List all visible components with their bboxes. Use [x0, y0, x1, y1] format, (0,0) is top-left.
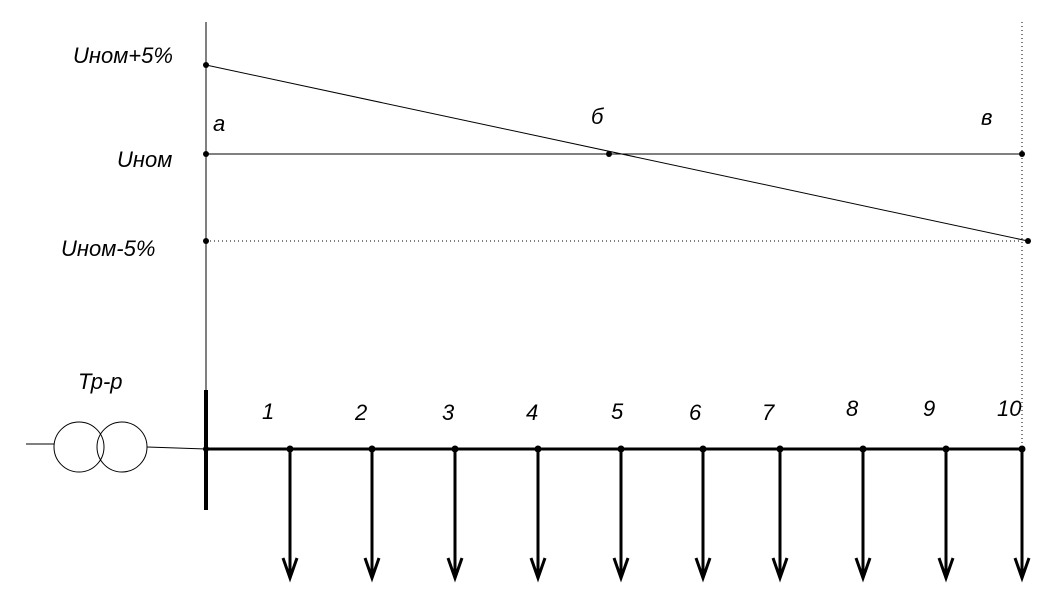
load-arrow-head — [694, 557, 712, 583]
load-arrow-head — [363, 557, 381, 583]
label-nominal: Uном — [117, 147, 172, 172]
load-node: 2 — [354, 400, 381, 583]
load-node: 7 — [762, 400, 789, 583]
transformer-coil-1 — [53, 421, 105, 473]
node-dot — [1018, 445, 1026, 453]
point-b-dot — [606, 151, 612, 157]
node-label: 8 — [846, 396, 859, 421]
load-node: 3 — [442, 400, 464, 583]
node-dot — [286, 445, 294, 453]
load-arrow-head — [446, 557, 464, 583]
load-node: 10 — [997, 396, 1031, 583]
load-node: 6 — [689, 400, 712, 583]
load-arrow-head — [281, 557, 299, 583]
node-label: 6 — [689, 400, 702, 425]
plus5-point — [203, 62, 209, 68]
node-dot — [699, 445, 707, 453]
label-point-a: а — [213, 111, 225, 136]
load-node: 4 — [526, 400, 547, 583]
label-minus5: Uном-5% — [61, 236, 155, 261]
node-dot — [451, 445, 459, 453]
load-node: 9 — [923, 396, 955, 583]
end-drop-dot — [1025, 238, 1031, 244]
node-dot — [368, 445, 376, 453]
label-transformer: Тр-р — [78, 369, 123, 394]
node-label: 3 — [442, 400, 455, 425]
load-arrow-head — [1013, 557, 1031, 583]
node-dot — [776, 445, 784, 453]
load-arrow-head — [937, 557, 955, 583]
label-point-b: б — [591, 104, 605, 129]
node-dot — [942, 445, 950, 453]
point-v-dot — [1019, 151, 1025, 157]
node-label: 10 — [997, 396, 1022, 421]
node-label: 1 — [262, 399, 274, 424]
node-label: 4 — [526, 400, 538, 425]
node-label: 9 — [923, 396, 935, 421]
load-node: 8 — [846, 396, 872, 583]
minus5-point — [203, 238, 209, 244]
load-arrow-head — [529, 557, 547, 583]
transformer-output-line — [146, 446, 207, 450]
node-dot — [534, 445, 542, 453]
load-nodes: 1 2 3 4 5 6 7 8 9 10 — [262, 396, 1031, 583]
load-node: 5 — [611, 399, 630, 583]
node-label: 2 — [354, 400, 367, 425]
load-arrow-head — [771, 557, 789, 583]
label-point-v: в — [981, 105, 992, 130]
load-node: 1 — [262, 399, 299, 583]
load-arrow-head — [612, 557, 630, 583]
node-label: 7 — [762, 400, 775, 425]
node-label: 5 — [611, 399, 624, 424]
voltage-drop-line — [205, 64, 1029, 242]
label-plus5: Uном+5% — [73, 43, 173, 68]
nominal-point — [203, 151, 209, 157]
load-arrow-head — [854, 557, 872, 583]
node-dot — [859, 445, 867, 453]
node-dot — [617, 445, 625, 453]
